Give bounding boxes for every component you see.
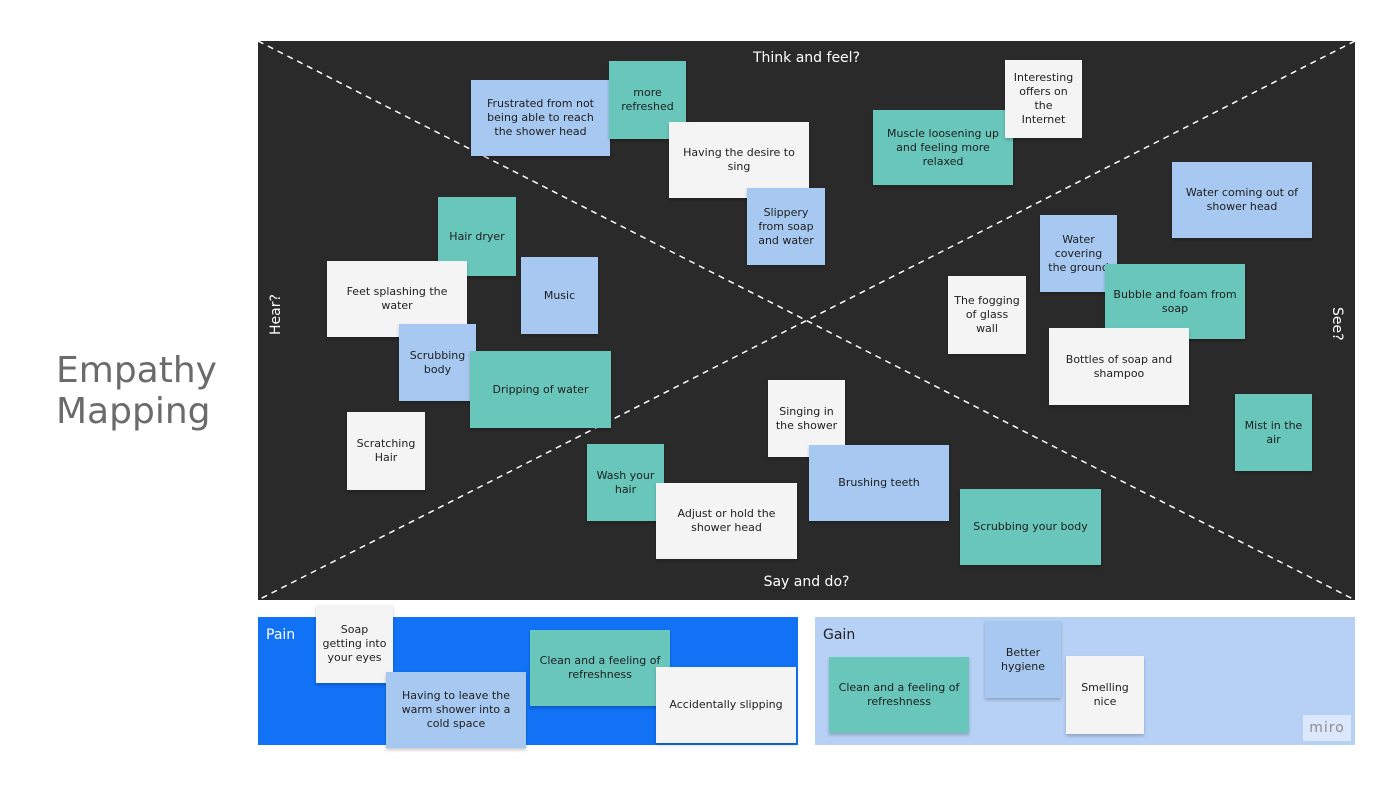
sticky-note[interactable]: Interesting offers on the Internet — [1005, 60, 1082, 138]
gain-section[interactable]: Gain Clean and a feeling of refreshness … — [815, 617, 1355, 745]
page-title-line2: Mapping — [56, 391, 211, 432]
sticky-note[interactable]: Mist in the air — [1235, 394, 1312, 471]
sticky-note[interactable]: Bubble and foam from soap — [1105, 264, 1245, 339]
pain-section[interactable]: Pain Soap getting into your eyes Having … — [258, 605, 798, 748]
sticky-note[interactable]: Better hygiene — [985, 621, 1061, 698]
diagonal-line — [258, 41, 1355, 600]
pain-label: Pain — [266, 627, 296, 643]
sticky-note[interactable]: Water covering the ground — [1040, 215, 1117, 292]
sticky-note[interactable]: Scrubbing body — [399, 324, 476, 401]
quadrant-label-think-feel: Think and feel? — [752, 50, 860, 66]
sticky-note[interactable]: Scrubbing your body — [960, 489, 1101, 565]
sticky-note[interactable]: Bottles of soap and shampoo — [1049, 328, 1189, 405]
quadrant-label-say-do: Say and do? — [763, 574, 850, 590]
sticky-note[interactable]: Hair dryer — [438, 197, 516, 276]
sticky-note[interactable]: Adjust or hold the shower head — [656, 483, 797, 559]
sticky-note[interactable]: Having to leave the warm shower into a c… — [386, 672, 526, 748]
quadrant-diagonals — [258, 41, 1355, 600]
sticky-note[interactable]: Dripping of water — [470, 351, 611, 428]
sticky-note[interactable]: Muscle loosening up and feeling more rel… — [873, 110, 1013, 185]
sticky-note[interactable]: Slippery from soap and water — [747, 188, 825, 265]
sticky-note[interactable]: Soap getting into your eyes — [316, 605, 393, 683]
page-title-line1: Empathy — [56, 350, 217, 391]
sticky-note[interactable]: Singing in the shower — [768, 380, 845, 457]
sticky-note[interactable]: Accidentally slipping — [656, 667, 796, 743]
sticky-note[interactable]: Clean and a feeling of refreshness — [530, 630, 670, 706]
sticky-note[interactable]: Smelling nice — [1066, 656, 1144, 734]
empathy-map-board[interactable]: Think and feel? Say and do? Hear? See? F… — [258, 41, 1355, 600]
sticky-note[interactable]: Music — [521, 257, 598, 334]
sticky-note[interactable]: Having the desire to sing — [669, 122, 809, 198]
sticky-note[interactable]: The fogging of glass wall — [948, 276, 1026, 354]
gain-label: Gain — [823, 627, 856, 643]
quadrant-label-hear: Hear? — [268, 294, 284, 335]
sticky-note[interactable]: Brushing teeth — [809, 445, 949, 521]
sticky-note[interactable]: Clean and a feeling of refreshness — [829, 657, 969, 733]
quadrant-label-see: See? — [1329, 307, 1345, 341]
sticky-note[interactable]: Wash your hair — [587, 444, 664, 521]
sticky-note[interactable]: Frustrated from not being able to reach … — [471, 80, 610, 156]
page-title: Empathy Mapping — [56, 350, 217, 432]
diagonal-line — [258, 41, 1355, 600]
sticky-note[interactable]: Scratching Hair — [347, 412, 425, 490]
miro-watermark: miro — [1303, 715, 1351, 741]
sticky-note[interactable]: Water coming out of shower head — [1172, 162, 1312, 238]
